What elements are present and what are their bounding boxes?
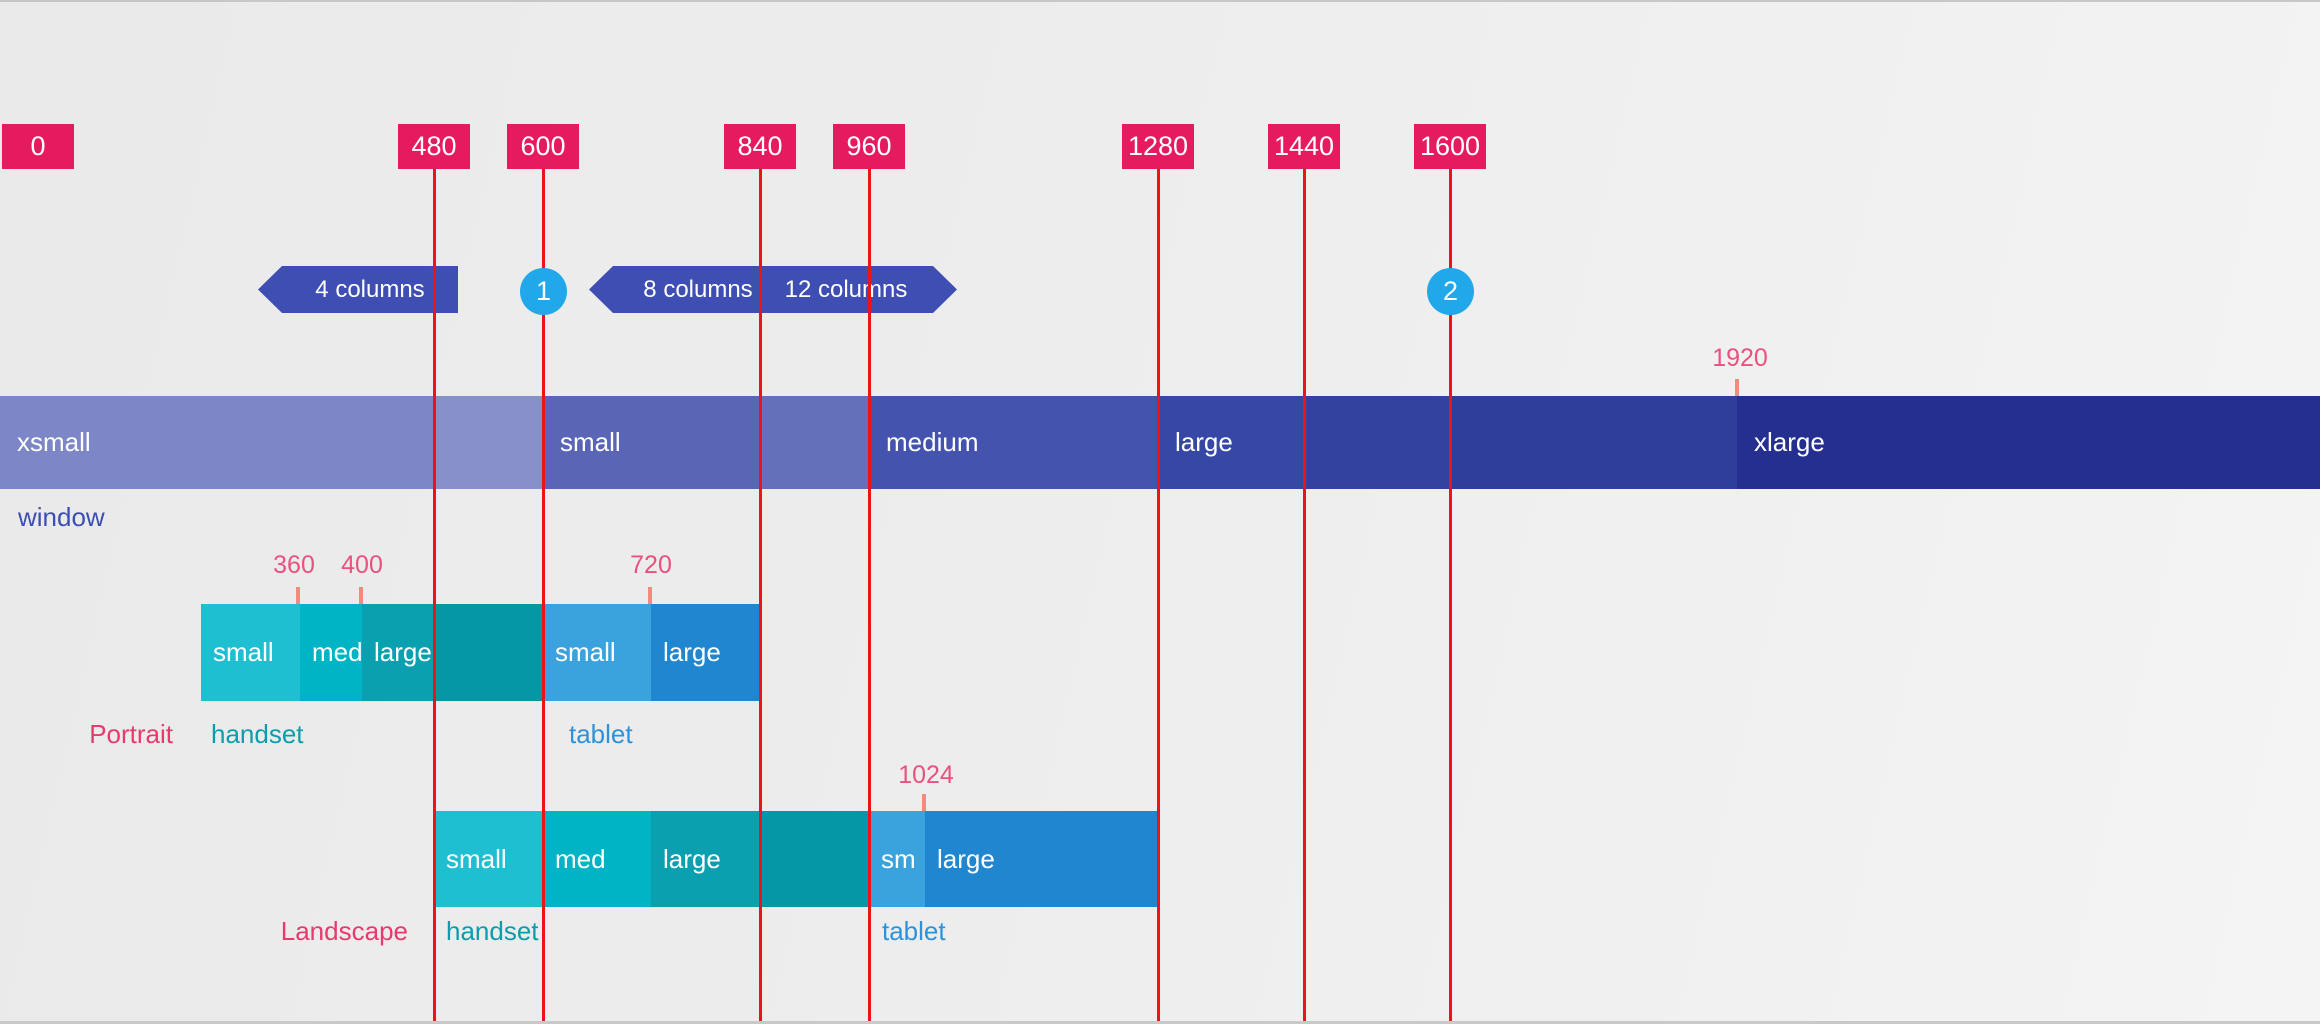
caption-landscape-tablet: tablet xyxy=(882,916,946,946)
breakpoint-line-840 xyxy=(759,169,762,1024)
top-edge-line xyxy=(0,0,2320,2)
cell-landscape-handset-med: med xyxy=(543,811,651,907)
row-label-portrait: Portrait xyxy=(89,719,173,749)
annotation-1920: 1920 xyxy=(1712,344,1768,372)
cell-landscape-handset-large: large xyxy=(651,811,760,907)
tick-1920 xyxy=(1735,379,1739,396)
caption-portrait-tablet: tablet xyxy=(569,719,633,749)
annotation-400: 400 xyxy=(341,551,383,579)
breakpoint-line-960 xyxy=(868,169,871,1024)
annotation-1024: 1024 xyxy=(898,761,954,789)
columns-chip-8: 8 columns xyxy=(589,266,783,313)
cell-landscape-handset-small: small xyxy=(434,811,543,907)
caption-landscape-handset: handset xyxy=(446,916,539,946)
columns-chip-12: 12 columns xyxy=(759,266,957,313)
window-segment-large-c xyxy=(1450,396,1737,489)
cell-portrait-handset-large: large xyxy=(362,604,434,701)
breakpoint-line-600 xyxy=(542,169,545,1024)
breakpoint-chip-480: 480 xyxy=(398,124,470,169)
breakpoint-chip-1440: 1440 xyxy=(1268,124,1340,169)
breakpoint-chip-1600: 1600 xyxy=(1414,124,1486,169)
marker-circle-1: 1 xyxy=(520,268,567,315)
caption-portrait-handset: handset xyxy=(211,719,304,749)
breakpoint-line-1440 xyxy=(1303,169,1306,1024)
cell-landscape-tablet-large: large xyxy=(925,811,1158,907)
cell-portrait-handset-ext xyxy=(434,604,543,701)
annotation-360: 360 xyxy=(273,551,315,579)
window-segment-xsmall-b xyxy=(434,396,543,489)
cell-landscape-handset-ext xyxy=(760,811,869,907)
breakpoint-chip-840: 840 xyxy=(724,124,796,169)
columns-chip-4: 4 columns xyxy=(258,266,458,313)
tick-400 xyxy=(359,587,363,604)
window-segment-small-b xyxy=(760,396,869,489)
window-segment-medium: medium xyxy=(869,396,1158,489)
window-caption: window xyxy=(18,502,105,532)
window-segment-small: small xyxy=(543,396,760,489)
cell-portrait-handset-med: med xyxy=(300,604,363,701)
breakpoint-line-1280 xyxy=(1157,169,1160,1024)
breakpoint-line-1600 xyxy=(1449,169,1452,1024)
breakpoint-chip-1280: 1280 xyxy=(1122,124,1194,169)
cell-portrait-handset-small: small xyxy=(201,604,300,701)
breakpoint-chip-600: 600 xyxy=(507,124,579,169)
window-segment-large-b xyxy=(1304,396,1450,489)
cell-portrait-tablet-small: small xyxy=(543,604,651,701)
breakpoint-line-480 xyxy=(433,169,436,1024)
row-label-landscape: Landscape xyxy=(280,916,408,946)
window-segment-large: large xyxy=(1158,396,1304,489)
bottom-edge-line xyxy=(0,1021,2320,1024)
cell-landscape-tablet-sm: sm xyxy=(869,811,925,907)
marker-circle-2: 2 xyxy=(1427,268,1474,315)
window-segment-xsmall: xsmall xyxy=(0,396,434,489)
annotation-720: 720 xyxy=(630,551,672,579)
tick-1024 xyxy=(922,794,926,811)
window-segment-xlarge: xlarge xyxy=(1737,396,2320,489)
breakpoint-chip-0: 0 xyxy=(2,124,74,169)
cell-portrait-tablet-large: large xyxy=(651,604,760,701)
tick-720 xyxy=(648,587,652,604)
breakpoint-chip-960: 960 xyxy=(833,124,905,169)
tick-360 xyxy=(296,587,300,604)
